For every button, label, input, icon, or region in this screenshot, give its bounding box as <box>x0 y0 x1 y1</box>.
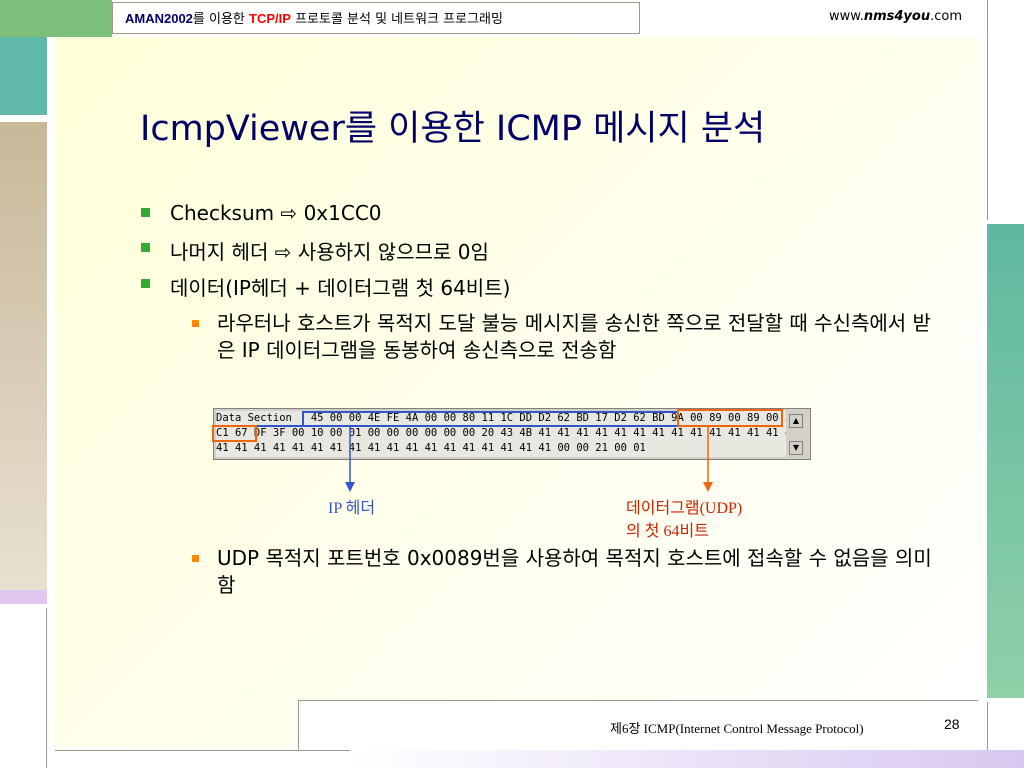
frame-block-bottom <box>55 750 350 768</box>
sub-bullet-marker <box>192 320 199 327</box>
sub-bullet-router: 라우터나 호스트가 목적지 도달 불능 메시지를 송신한 쪽으로 전달할 때 수… <box>217 311 931 362</box>
udp-caption-line2: 의 첫 64비트 <box>626 523 709 540</box>
frame-block-right-top <box>987 0 1024 220</box>
data-line-3: 41 41 41 41 41 41 41 41 41 41 41 41 41 4… <box>216 442 646 454</box>
frame-block-right-green <box>987 224 1024 698</box>
header-title: AMAN2002를 이용한 TCP/IP 프로토콜 분석 및 네트워크 프로그래… <box>112 2 640 34</box>
bullet-marker <box>141 208 150 217</box>
frame-block-bottom-lilac <box>350 750 1024 768</box>
udp-arrow-head <box>703 482 713 492</box>
frame-block-tan <box>0 122 47 590</box>
bullet-marker <box>141 279 150 288</box>
footer-bar <box>298 700 978 750</box>
bullet-data: 데이터(IP헤더 + 데이터그램 첫 64비트) <box>170 276 511 300</box>
ip-header-highlight-row2 <box>256 425 352 427</box>
header-tcpip: TCP/IP <box>249 11 291 26</box>
page-number: 28 <box>944 716 960 732</box>
data-line-2: C1 67 DF 3F 00 10 00 01 00 00 00 00 00 0… <box>216 427 786 439</box>
scroll-up-button[interactable]: ▲ <box>789 414 803 428</box>
slide-background <box>55 37 979 747</box>
frame-block-topleft <box>0 0 112 37</box>
frame-block-right-bottom <box>987 702 1024 750</box>
udp-highlight <box>677 409 783 427</box>
site-pre: www. <box>829 9 864 24</box>
ip-arrow-head <box>345 482 355 492</box>
header-text-mid: 를 이용한 <box>192 12 250 27</box>
data-line-1: Data Section 45 00 00 4E FE 4A 00 00 80 … <box>216 412 786 424</box>
sub-bullet-marker <box>192 555 199 562</box>
header-text-end: 프로토콜 분석 및 네트워크 프로그래밍 <box>290 12 503 27</box>
bullet-rest-header: 나머지 헤더 ⇨ 사용하지 않으므로 0임 <box>170 240 489 264</box>
frame-block-lilac <box>0 590 47 604</box>
data-section-text[interactable]: Data Section 45 00 00 4E FE 4A 00 00 80 … <box>216 411 786 457</box>
frame-block-bottomleft <box>0 608 47 768</box>
sub-bullet-udp: UDP 목적지 포트번호 0x0089번을 사용하여 목적지 호스트에 접속할 … <box>217 546 932 597</box>
site-post: .com <box>930 9 962 24</box>
scroll-down-button[interactable]: ▼ <box>789 441 803 455</box>
udp-caption-line1: 데이터그램(UDP) <box>626 500 743 517</box>
bullet-marker <box>141 243 150 252</box>
footer-chapter: 제6장 ICMP(Internet Control Message Protoc… <box>610 721 864 736</box>
ip-header-caption: IP 헤더 <box>328 494 375 518</box>
header-website: www.nms4you.com <box>640 2 980 34</box>
header-brand: AMAN2002 <box>125 11 193 26</box>
bullet-checksum: Checksum ⇨ 0x1CC0 <box>170 201 382 225</box>
site-bold: nms4you <box>863 9 931 24</box>
slide-title: IcmpViewer를 이용한 ICMP 메시지 분석 <box>140 109 766 149</box>
ip-caption-a: IP <box>328 500 342 517</box>
ip-caption-b: 헤더 <box>341 500 376 517</box>
udp-highlight-row2 <box>212 425 257 442</box>
frame-block-teal <box>0 37 47 115</box>
